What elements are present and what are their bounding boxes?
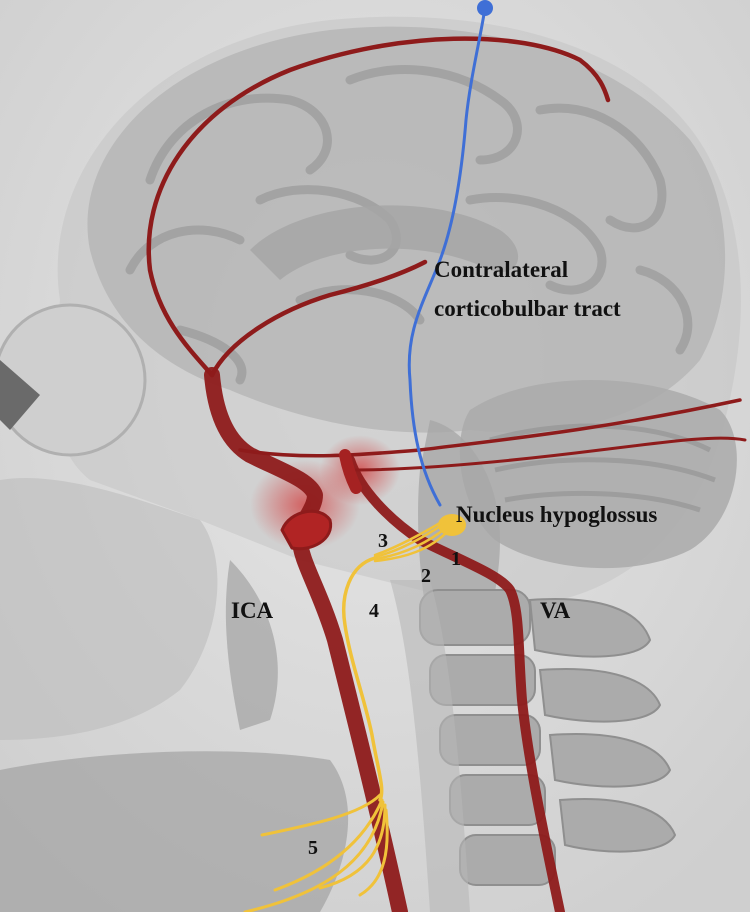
hypoglossal-nerve — [243, 514, 466, 912]
superior-cerebellar-artery — [348, 436, 747, 472]
vertebral-artery — [345, 455, 565, 912]
eye-lens — [0, 360, 40, 430]
eye-orbit — [0, 303, 147, 457]
face-lower — [0, 478, 218, 740]
number-5-label: 5 — [308, 837, 318, 859]
corticobulbar-label-line1: Contralateral — [434, 257, 569, 282]
anterior-cerebral-artery — [146, 36, 611, 378]
pericallosal-artery — [209, 259, 428, 378]
mandible-ramus — [225, 560, 278, 730]
gyri — [125, 65, 693, 385]
corticobulbar-label-line2: corticobulbar tract — [434, 296, 621, 321]
number-3-label: 3 — [378, 530, 388, 552]
number-1-label: 1 — [451, 548, 461, 570]
cerebellum — [459, 380, 737, 569]
corticobulbar-tract — [407, 0, 493, 507]
arteries — [146, 36, 747, 912]
carotid-siphon — [280, 509, 333, 551]
mandible — [0, 751, 349, 912]
nucleus-hypoglossus-label: Nucleus hypoglossus — [456, 502, 658, 527]
ica-label: ICA — [231, 598, 274, 623]
va-label: VA — [540, 598, 571, 623]
number-2-label: 2 — [421, 565, 431, 587]
neck-column — [390, 580, 470, 912]
posterior-cerebral-artery — [238, 398, 742, 458]
number-4-label: 4 — [369, 600, 379, 622]
cortex-origin-point — [477, 0, 493, 16]
